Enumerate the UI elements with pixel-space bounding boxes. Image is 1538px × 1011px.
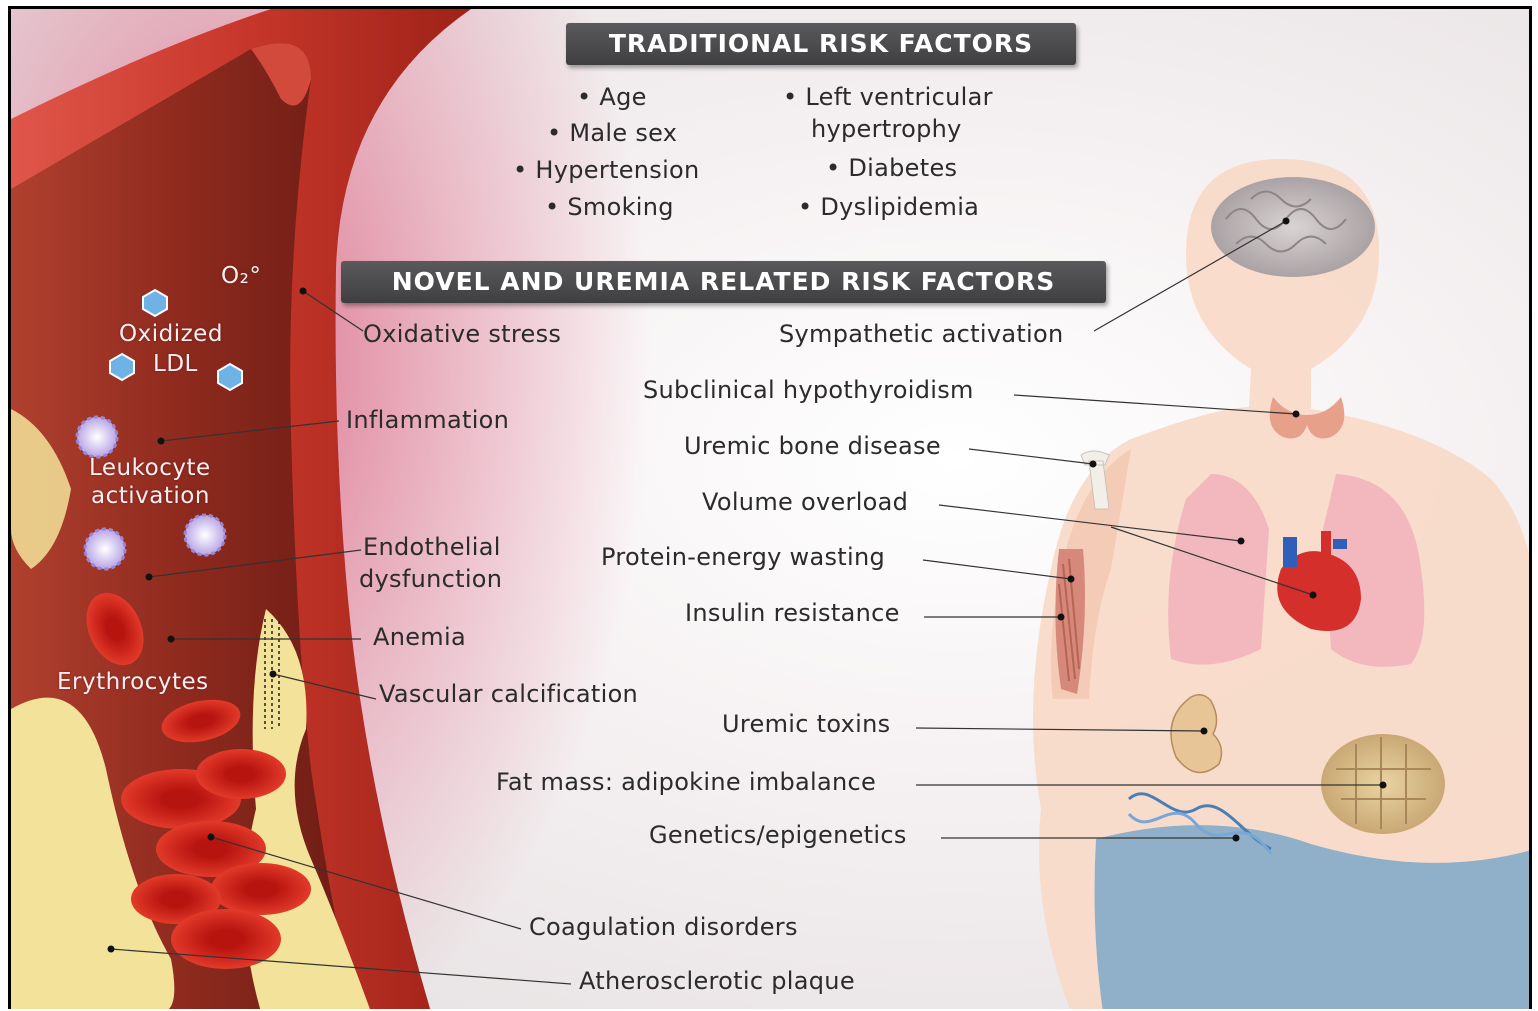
traditional-header: TRADITIONAL RISK FACTORS xyxy=(566,23,1076,65)
activation-label: activation xyxy=(91,483,210,509)
leader-bone xyxy=(969,449,1093,464)
erythrocytes-label: Erythrocytes xyxy=(57,669,209,695)
insulin-resistance-label: Insulin resistance xyxy=(685,599,900,627)
uremic-toxins-label: Uremic toxins xyxy=(722,710,890,738)
trad-lvh-line2: hypertrophy xyxy=(811,115,962,143)
genetics-label: Genetics/epigenetics xyxy=(649,821,907,849)
leukocyte-label: Leukocyte xyxy=(89,455,211,481)
uremic-bone-label: Uremic bone disease xyxy=(684,432,941,460)
endothelial-label-1: Endothelial xyxy=(363,533,501,561)
oxidative-stress-label: Oxidative stress xyxy=(363,320,561,348)
trad-smoking: • Smoking xyxy=(545,193,674,221)
trad-hypertension: • Hypertension xyxy=(513,156,700,184)
hypothyroidism-label: Subclinical hypothyroidism xyxy=(643,376,974,404)
trad-diabetes: • Diabetes xyxy=(826,154,957,182)
trad-male-sex: • Male sex xyxy=(547,119,677,147)
protein-energy-label: Protein-energy wasting xyxy=(601,543,885,571)
endothelial-label-2: dysfunction xyxy=(359,565,502,593)
trad-age: • Age xyxy=(577,83,647,111)
atherosclerotic-label: Atherosclerotic plaque xyxy=(579,967,855,995)
o2-label: O₂° xyxy=(221,263,261,289)
trad-lvh-line1: • Left ventricular xyxy=(783,83,993,111)
brain xyxy=(1211,177,1375,277)
coagulation-label: Coagulation disorders xyxy=(529,913,798,941)
novel-header: NOVEL AND UREMIA RELATED RISK FACTORS xyxy=(341,261,1106,303)
vascular-calcification-label: Vascular calcification xyxy=(379,680,638,708)
sympathetic-label: Sympathetic activation xyxy=(779,320,1064,348)
inflammation-label: Inflammation xyxy=(346,406,509,434)
human-body xyxy=(1033,159,1532,1009)
anemia-label: Anemia xyxy=(373,623,466,651)
figure-frame: TRADITIONAL RISK FACTORS NOVEL AND UREMI… xyxy=(8,6,1532,1009)
leader-pew xyxy=(923,560,1071,579)
volume-overload-label: Volume overload xyxy=(702,488,908,516)
blood-vessel xyxy=(11,9,471,1009)
ldl-label: LDL xyxy=(153,351,198,377)
fat-mass-label: Fat mass: adipokine imbalance xyxy=(496,768,876,796)
trad-dyslipidemia: • Dyslipidemia xyxy=(798,193,979,221)
oxidized-label: Oxidized xyxy=(119,321,223,347)
